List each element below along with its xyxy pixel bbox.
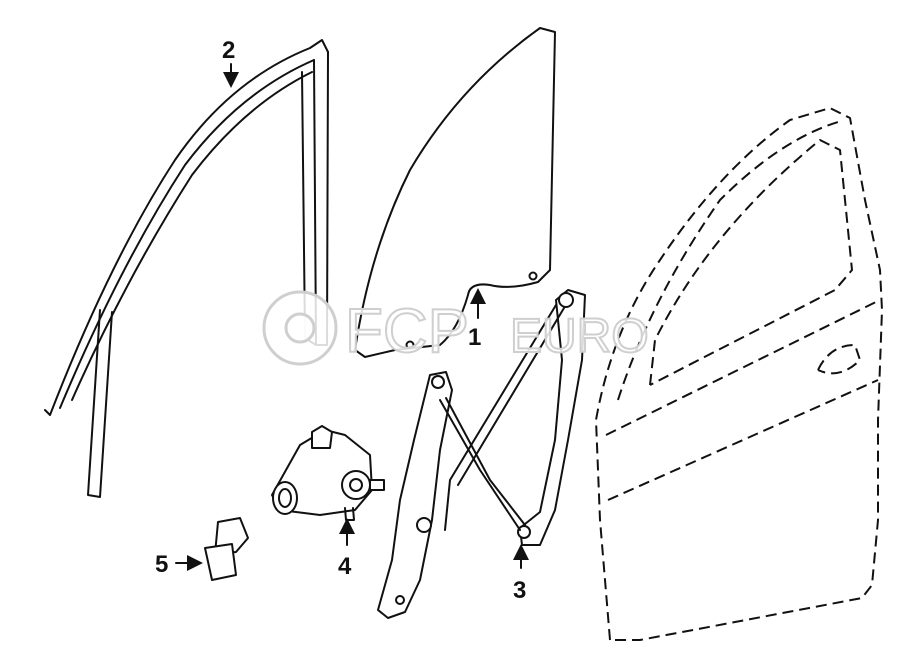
- callout-label-1: 1: [468, 324, 481, 351]
- callout-1: 1: [468, 288, 486, 351]
- callout-4: 4: [338, 518, 355, 580]
- callout-2: 2: [222, 37, 239, 88]
- glass-run-channel: [44, 39, 329, 498]
- window-motor: [271, 425, 385, 521]
- callout-5: 5: [155, 551, 203, 578]
- callout-label-4: 4: [338, 553, 352, 580]
- door-glass: [354, 27, 556, 358]
- door-shell: [595, 107, 883, 641]
- callout-label-5: 5: [155, 551, 168, 578]
- svg-text:EURO: EURO: [510, 310, 649, 363]
- callout-3: 3: [513, 544, 529, 604]
- callout-label-2: 2: [222, 37, 235, 64]
- window-regulator: [377, 289, 586, 619]
- callout-label-3: 3: [513, 577, 526, 604]
- watermark-logo: FCP EURO: [262, 290, 650, 367]
- motor-connector: [204, 517, 249, 581]
- svg-text:FCP: FCP: [345, 297, 469, 366]
